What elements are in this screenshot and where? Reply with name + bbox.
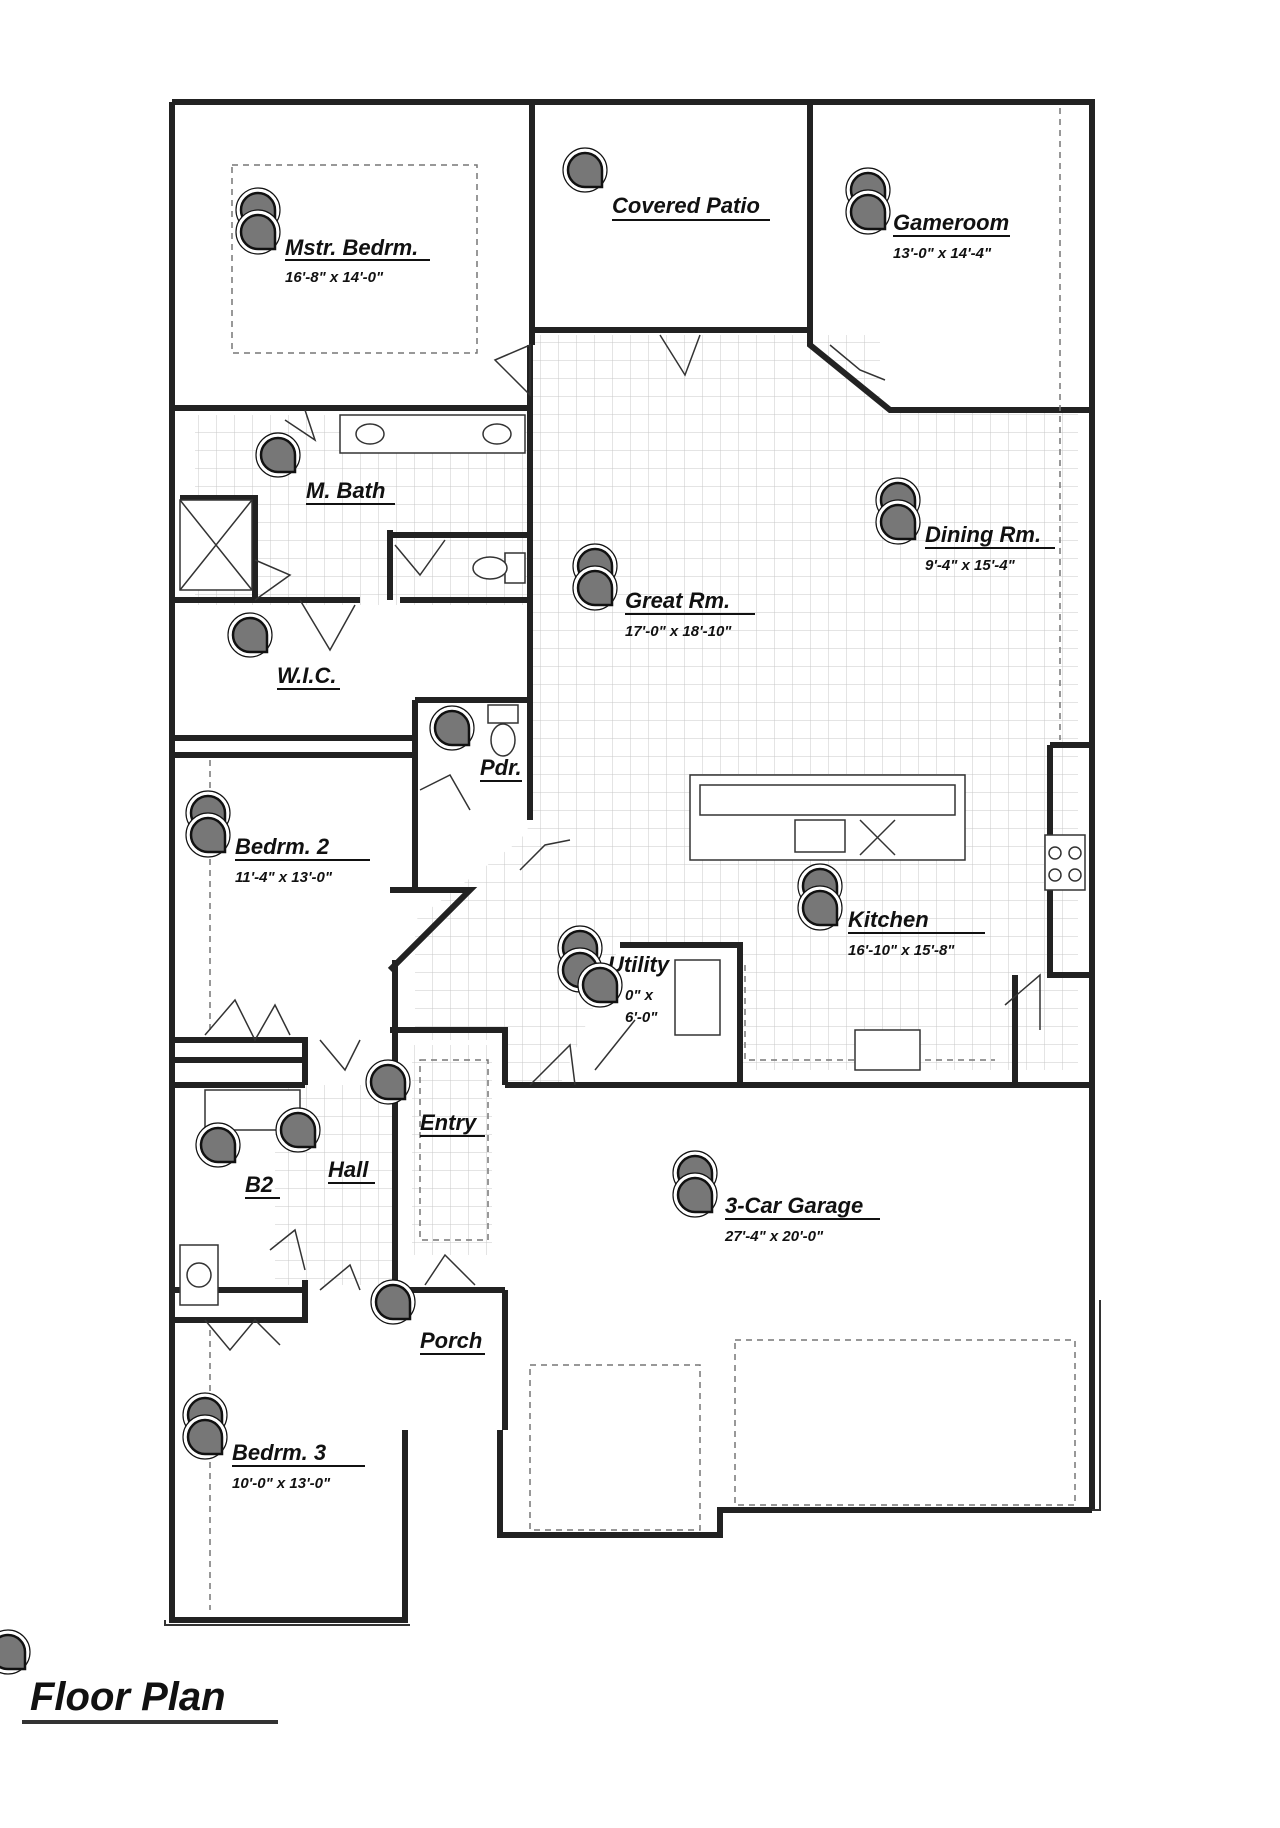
room-name-gameroom: Gameroom xyxy=(893,210,1009,235)
room-dims-great-room: 17'-0" x 18'-10" xyxy=(625,623,732,640)
interior-walls xyxy=(172,102,1092,1430)
room-name-b2: B2 xyxy=(245,1172,274,1197)
room-name-garage: 3-Car Garage xyxy=(725,1193,863,1218)
room-name-master-bath: M. Bath xyxy=(306,478,385,503)
fixtures xyxy=(179,414,1086,1306)
hotspot-marker-icon-dining[interactable] xyxy=(875,477,921,545)
hotspot-marker-icon-title[interactable] xyxy=(0,1629,31,1675)
room-name-great-room: Great Rm. xyxy=(625,588,730,613)
hotspot-marker-icon-bedroom-2[interactable] xyxy=(185,790,231,858)
room-name-kitchen: Kitchen xyxy=(848,907,929,932)
hotspot-marker-icon-powder[interactable] xyxy=(429,705,475,751)
hotspot-marker-icon-wic[interactable] xyxy=(227,612,273,658)
hotspot-marker-icon-garage[interactable] xyxy=(672,1150,718,1218)
room-name-bedroom-2: Bedrm. 2 xyxy=(235,834,330,859)
room-dims-master-bedroom: 16'-8" x 14'-0" xyxy=(285,269,384,286)
room-name-powder: Pdr. xyxy=(480,755,522,780)
room-name-wic: W.I.C. xyxy=(277,663,336,688)
hotspot-markers[interactable] xyxy=(0,147,921,1675)
room-dims-dining: 9'-4" x 15'-4" xyxy=(925,557,1016,574)
room-dims-bedroom-2: 11'-4" x 13'-0" xyxy=(235,869,333,886)
room-name-porch: Porch xyxy=(420,1328,482,1353)
room-name-hall: Hall xyxy=(328,1157,369,1182)
room-dims-gameroom: 13'-0" x 14'-4" xyxy=(893,245,992,262)
door-swings xyxy=(204,334,1041,1352)
hotspot-marker-icon-hall[interactable] xyxy=(275,1107,321,1153)
room-dims-utility: 0" x xyxy=(625,987,654,1004)
room-name-master-bedroom: Mstr. Bedrm. xyxy=(285,235,418,260)
room-dims-utility-2: 6'-0" xyxy=(625,1009,658,1026)
hotspot-marker-icon-bedroom-3[interactable] xyxy=(182,1392,228,1460)
hotspot-marker-icon-gameroom[interactable] xyxy=(845,167,891,235)
exterior-walls xyxy=(164,99,1101,1626)
hotspot-marker-icon-b2[interactable] xyxy=(195,1122,241,1168)
room-name-entry: Entry xyxy=(420,1110,478,1135)
room-dims-garage: 27'-4" x 20'-0" xyxy=(724,1228,824,1245)
room-dims-bedroom-3: 10'-0" x 13'-0" xyxy=(232,1475,331,1492)
plan-title: Floor Plan xyxy=(30,1675,226,1719)
dashed-overhead-lines xyxy=(209,108,1076,1610)
hotspot-marker-icon-entry[interactable] xyxy=(365,1059,411,1105)
hotspot-marker-icon-utility-b[interactable] xyxy=(577,962,623,1008)
hotspot-marker-icon-covered-patio[interactable] xyxy=(562,147,608,193)
hotspot-marker-icon-master-bedroom[interactable] xyxy=(235,187,281,255)
room-labels: Mstr. Bedrm. 16'-8" x 14'-0" Covered Pat… xyxy=(232,193,1055,1492)
hotspot-marker-icon-great-room[interactable] xyxy=(572,543,618,611)
hotspot-marker-icon-master-bath[interactable] xyxy=(255,432,301,478)
room-name-bedroom-3: Bedrm. 3 xyxy=(232,1440,326,1465)
hotspot-marker-icon-kitchen[interactable] xyxy=(797,863,843,931)
hotspot-marker-icon-porch[interactable] xyxy=(370,1279,416,1325)
room-dims-kitchen: 16'-10" x 15'-8" xyxy=(848,942,955,959)
room-name-covered-patio: Covered Patio xyxy=(612,193,760,218)
room-name-dining: Dining Rm. xyxy=(925,522,1041,547)
